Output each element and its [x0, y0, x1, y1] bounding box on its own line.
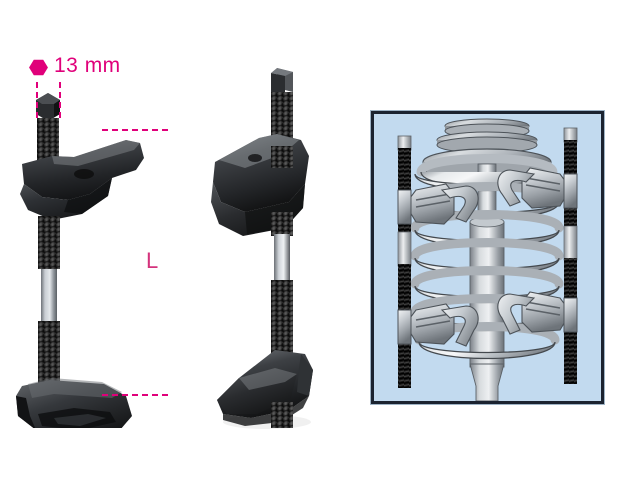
left-compressor-rod	[397, 135, 412, 388]
right-compressor-rod	[563, 127, 578, 384]
hex-size-label: 13 mm	[54, 54, 121, 77]
length-label: L	[146, 248, 159, 273]
clamp-upper-right	[497, 167, 578, 209]
hexagon-icon	[29, 59, 48, 76]
clamp-lower-left	[397, 303, 479, 347]
hex-measure-line-left	[36, 82, 38, 118]
length-ref-line-bottom	[102, 394, 168, 396]
application-diagram-panel	[371, 111, 604, 404]
length-ref-line-top	[102, 129, 168, 131]
coil-spring-compressor-diagram	[374, 114, 601, 401]
hex-measure-line-right	[59, 82, 61, 118]
clamp-upper-left	[397, 183, 479, 225]
tool-left-side-view	[16, 93, 144, 428]
clamp-lower-right	[497, 291, 578, 335]
tool-middle-angled-view	[211, 68, 313, 429]
